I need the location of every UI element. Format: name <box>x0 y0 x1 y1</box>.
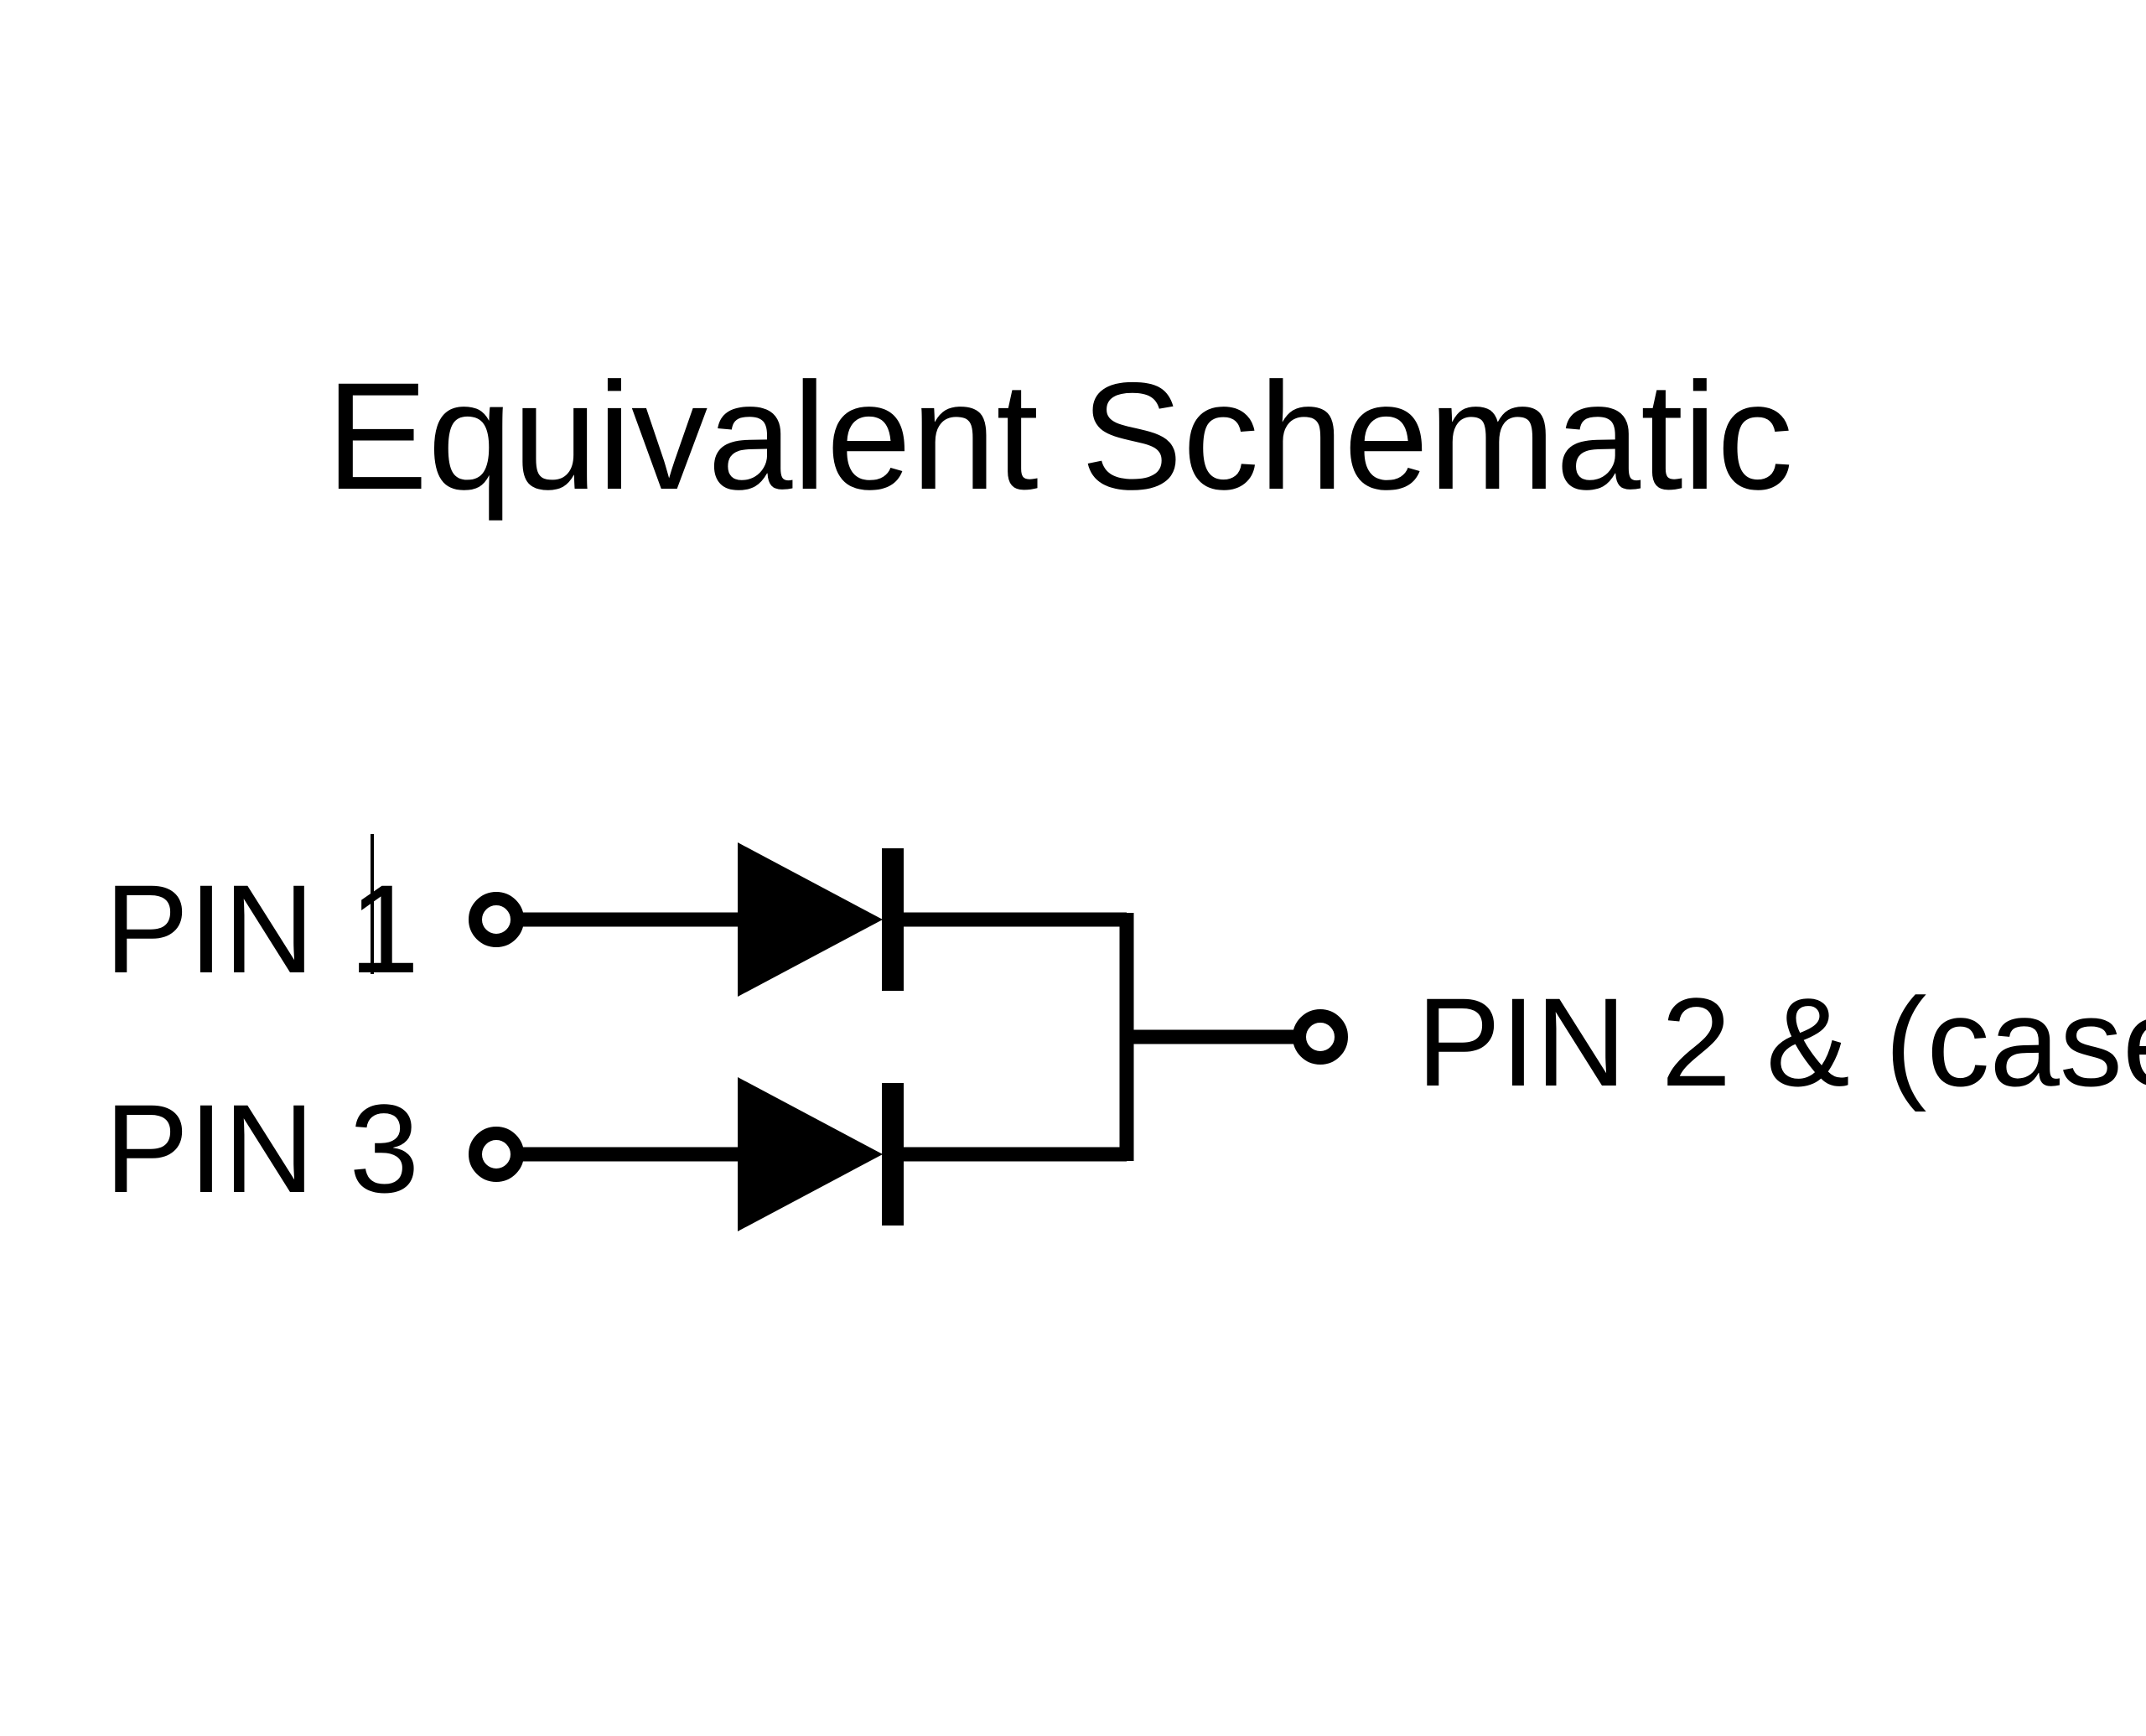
pin3-label: PIN 3 <box>105 1078 419 1219</box>
pin3-terminal <box>469 1127 524 1182</box>
common-cathode-junction <box>1119 913 1348 1161</box>
lower-diode-triangle <box>738 1077 883 1231</box>
upper-diode-triangle <box>738 842 883 997</box>
upper-diode-branch <box>469 842 1127 997</box>
lower-diode-branch <box>469 1077 1127 1231</box>
diagram-title: Equivalent Schematic <box>326 350 1793 521</box>
pin1-terminal <box>469 892 524 947</box>
pin1-label: PIN 1 <box>105 858 419 999</box>
pin2-case-label: PIN 2 & (case) <box>1417 972 2146 1112</box>
lower-diode-cathode-bar <box>882 1083 904 1226</box>
pin2-terminal <box>1293 1009 1348 1065</box>
upper-diode-cathode-bar <box>882 848 904 991</box>
